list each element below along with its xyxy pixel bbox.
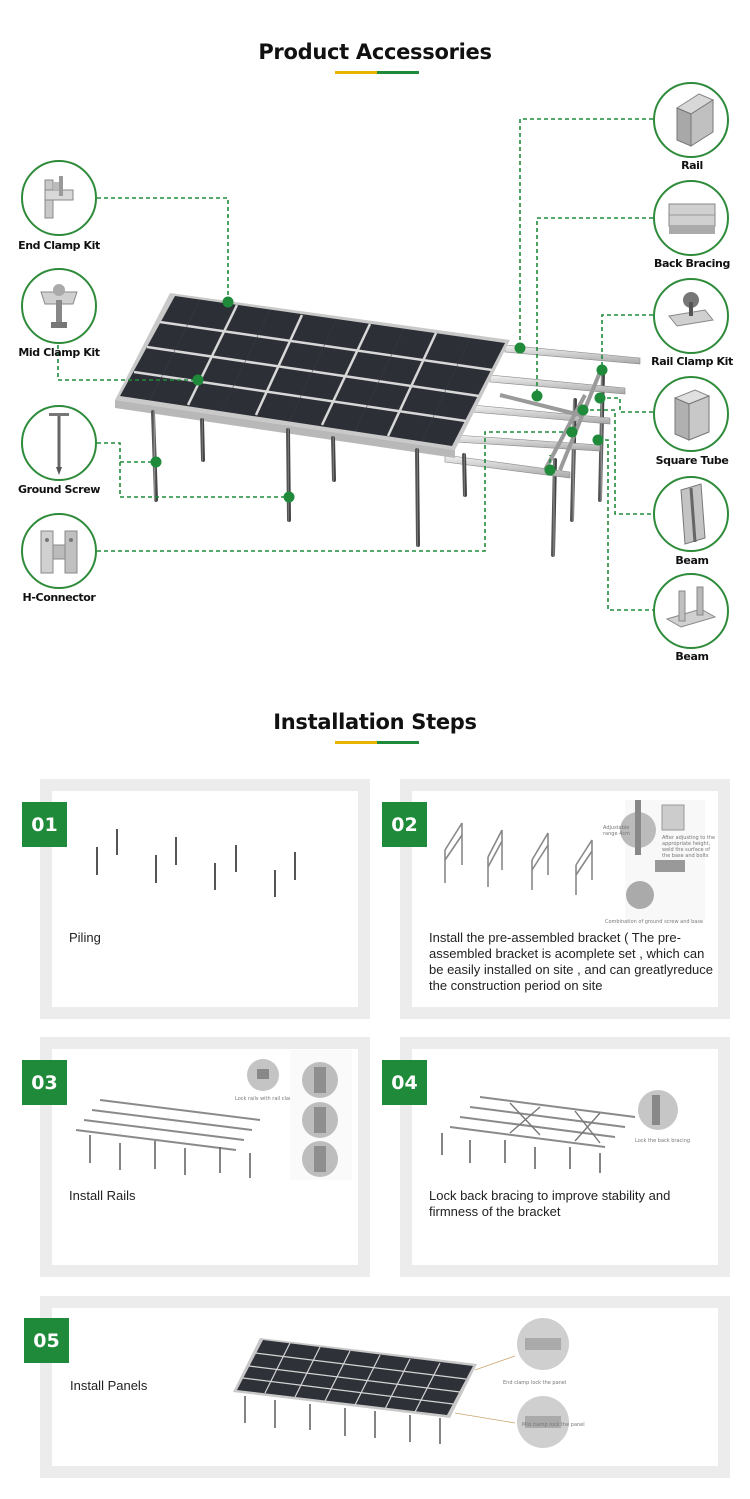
svg-text:After adjusting to the: After adjusting to the [662, 835, 715, 841]
accessories-title: Product Accessories [258, 40, 492, 64]
svg-text:appropriate height,: appropriate height, [662, 841, 711, 847]
beam-icon [653, 476, 729, 552]
title-underline-yellow [335, 71, 377, 74]
svg-text:weld the surface of: weld the surface of [662, 847, 710, 853]
back-bracing-icon [653, 180, 729, 256]
svg-text:Mid clamp lock the panel: Mid clamp lock the panel [522, 1422, 585, 1428]
svg-text:End clamp lock the panel: End clamp lock the panel [503, 1380, 566, 1386]
h-connector-label: H-Connector [22, 591, 96, 604]
step-number-badge: 04 [382, 1060, 427, 1105]
step-number-badge: 01 [22, 802, 67, 847]
end-clamp-icon [21, 160, 97, 236]
step-description: Install Rails [69, 1188, 136, 1203]
title-underline-yellow [335, 741, 377, 744]
step-card-04 [400, 1037, 730, 1277]
back-bracing-label: Back Bracing [654, 257, 730, 270]
ground-screw-icon [21, 405, 97, 481]
panels-illustration: End clamp lock the panel Mid clamp lock … [233, 1318, 585, 1448]
piling-illustration [96, 829, 296, 897]
solar-mount-illustration [57, 118, 653, 611]
leader-dots [150, 296, 608, 503]
step-number-badge: 05 [24, 1318, 69, 1363]
ground-screw-label: Ground Screw [17, 483, 101, 496]
step-description: Piling [69, 930, 101, 945]
step-description: Install the pre-assembled bracket ( The … [429, 930, 714, 993]
title-underline-green [377, 741, 419, 744]
mid-clamp-label: Mid Clamp Kit [18, 346, 100, 359]
beam-bracket-icon [653, 573, 729, 649]
step-description: Lock back bracing to improve stability a… [429, 1188, 671, 1219]
step-card-01 [40, 779, 370, 1019]
h-connector-icon [21, 513, 97, 589]
rail-label: Rail [681, 159, 703, 172]
ground-posts [151, 410, 467, 547]
svg-text:range 4cm: range 4cm [603, 831, 630, 837]
svg-text:the base and bolts: the base and bolts [662, 853, 709, 859]
step-number-badge: 02 [382, 802, 427, 847]
panel-array [115, 293, 510, 458]
svg-text:Combination of ground screw an: Combination of ground screw and base [605, 919, 703, 925]
rails-illustration: Lock rails with rail clamps [75, 1050, 352, 1180]
title-underline-green [377, 71, 419, 74]
square-tube-icon [653, 376, 729, 452]
beam-label: Beam [675, 554, 709, 567]
svg-text:Lock the back bracing: Lock the back bracing [635, 1138, 690, 1144]
step-number-badge: 03 [22, 1060, 67, 1105]
square-tube-label: Square Tube [655, 454, 729, 467]
installation-title: Installation Steps [273, 710, 477, 734]
end-clamp-label: End Clamp Kit [18, 239, 100, 252]
beam-bracket-label: Beam [675, 650, 709, 663]
svg-text:Adjustable: Adjustable [603, 825, 629, 831]
svg-text:Lock rails with rail clamps: Lock rails with rail clamps [235, 1096, 300, 1102]
step-description: Install Panels [70, 1378, 148, 1393]
mid-clamp-icon [21, 268, 97, 344]
back-bracing-illustration: Lock the back bracing [441, 1090, 690, 1173]
rail-icon [653, 82, 729, 158]
leader-lines [57, 118, 653, 611]
rail-clamp-label: Rail Clamp Kit [651, 355, 733, 368]
rail-clamp-icon [653, 278, 729, 354]
